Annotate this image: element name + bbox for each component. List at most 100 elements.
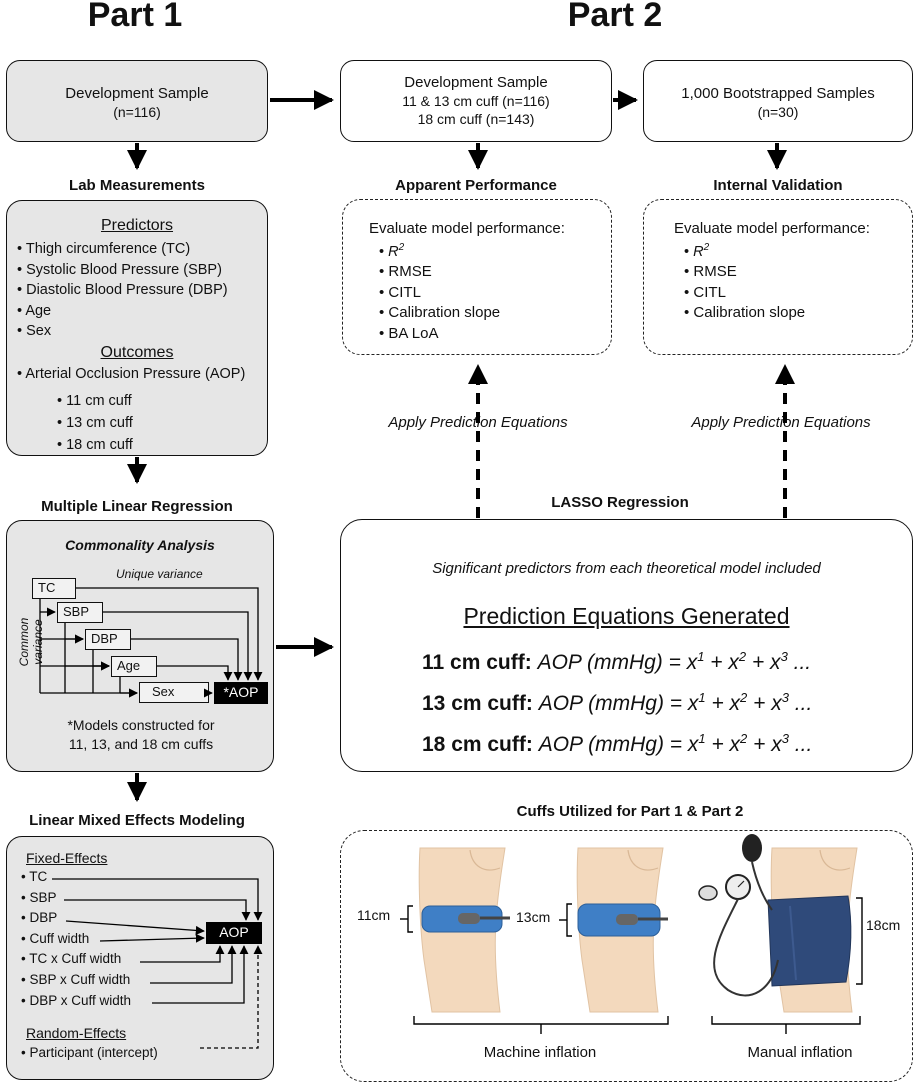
cuff-18cm-icon <box>767 895 852 987</box>
equation-18cm: 18 cm cuff: AOP (mmHg) = x1 + x2 + x3 ..… <box>422 731 812 757</box>
eq-c: + x <box>747 692 782 715</box>
eq-sup: 3 <box>780 649 788 664</box>
outcomes-list: Arterial Occlusion Pressure (AOP) <box>17 364 267 385</box>
fixed-effects-title: Fixed-Effects <box>26 850 108 866</box>
aop-outcome-box: *AOP <box>214 682 268 704</box>
eq-c: + x <box>747 733 782 756</box>
bootstrap-title: 1,000 Bootstrapped Samples <box>681 85 875 102</box>
lasso-header: LASSO Regression <box>551 494 689 511</box>
dev-sample-n: (n=116) <box>113 104 161 120</box>
internal-validation-box: Evaluate model performance: R2 RMSE CITL… <box>643 199 913 355</box>
list-item: TC <box>21 867 273 888</box>
list-item: Arterial Occlusion Pressure (AOP) <box>17 364 267 385</box>
lmm-connectors <box>52 878 263 1049</box>
equation-label: 18 cm cuff: <box>422 733 533 756</box>
list-item: 13 cm cuff <box>57 412 267 434</box>
part-1-title: Part 1 <box>87 0 183 34</box>
lasso-box: Significant predictors from each theoret… <box>340 519 913 772</box>
eq-lhs: AOP (mmHg) = x <box>538 692 699 715</box>
list-item: Systolic Blood Pressure (SBP) <box>17 260 267 281</box>
list-item: RMSE <box>379 262 611 283</box>
list-item: DBP x Cuff width <box>21 991 273 1012</box>
random-effects-title: Random-Effects <box>26 1025 127 1042</box>
internal-validation-header: Internal Validation <box>713 177 843 194</box>
development-sample-box-part2: Development Sample 11 & 13 cm cuff (n=11… <box>340 60 612 142</box>
cuff-illustrations <box>400 834 863 1034</box>
r2-label: R <box>388 243 399 260</box>
part-2-title: Part 2 <box>567 0 663 34</box>
eq-sup: 1 <box>698 731 706 746</box>
eq-sup: 1 <box>698 690 706 705</box>
predictors-title: Predictors <box>100 217 174 234</box>
development-sample-box-part1: Development Sample (n=116) <box>6 60 268 142</box>
eq-sup: 1 <box>697 649 705 664</box>
list-item: CITL <box>684 283 912 304</box>
eq-c: + x <box>746 651 781 674</box>
apparent-performance-box: Evaluate model performance: R2 RMSE CITL… <box>342 199 612 355</box>
cuff-label-11cm: 11cm <box>357 907 391 923</box>
list-item: TC x Cuff width <box>21 949 273 970</box>
list-item: Sex <box>17 321 267 342</box>
internal-metrics-list: R2 RMSE CITL Calibration slope <box>684 238 912 324</box>
list-item: SBP <box>21 888 273 909</box>
commonality-connectors <box>39 587 263 698</box>
eq-b: + x <box>705 692 741 715</box>
eq-lhs: AOP (mmHg) = x <box>538 733 699 756</box>
list-item: Age <box>17 301 267 322</box>
list-item: R2 <box>379 238 611 262</box>
bootstrap-n: (n=30) <box>757 104 799 120</box>
apply-equations-label-2: Apply Prediction Equations <box>643 414 919 431</box>
apparent-metrics-list: R2 RMSE CITL Calibration slope BA LoA <box>379 238 611 344</box>
mlr-header: Multiple Linear Regression <box>41 498 233 515</box>
apparent-intro: Evaluate model performance: <box>369 220 565 237</box>
var-box-tc: TC <box>32 578 76 599</box>
unique-variance-label: Unique variance <box>116 567 203 581</box>
dev-sample-p2-line2: 18 cm cuff (n=143) <box>417 111 535 127</box>
cuff-label-13cm: 13cm <box>516 909 551 925</box>
list-item: Calibration slope <box>379 303 611 324</box>
eq-b: + x <box>704 651 739 674</box>
list-item: Participant (intercept) <box>21 1043 273 1064</box>
var-box-sbp: SBP <box>57 602 103 623</box>
manual-inflation-label: Manual inflation <box>747 1044 853 1061</box>
lab-measurements-header: Lab Measurements <box>69 177 205 194</box>
list-item: Thigh circumference (TC) <box>17 239 267 260</box>
equation-label: 13 cm cuff: <box>422 692 533 715</box>
eq-sup: 3 <box>781 690 789 705</box>
equations-title: Prediction Equations Generated <box>463 603 790 629</box>
r2-sup: 2 <box>398 242 405 253</box>
lasso-subtitle: Significant predictors from each theoret… <box>432 560 821 577</box>
manual-bracket <box>711 1016 861 1025</box>
dev-sample-p2-title: Development Sample <box>404 74 548 91</box>
list-item: 11 cm cuff <box>57 390 267 412</box>
list-item: SBP x Cuff width <box>21 970 273 991</box>
fixed-effects-list: TC SBP DBP Cuff width TC x Cuff width SB… <box>21 867 273 1011</box>
list-item: DBP <box>21 908 273 929</box>
bootstrap-box: 1,000 Bootstrapped Samples (n=30) <box>643 60 913 142</box>
eq-b: + x <box>705 733 741 756</box>
eq-sup: 2 <box>740 690 748 705</box>
r2-sup: 2 <box>703 242 710 253</box>
eq-tail: ... <box>787 651 812 674</box>
eq-sup: 2 <box>740 731 748 746</box>
random-effects-list: Participant (intercept) <box>21 1043 273 1064</box>
outcomes-title: Outcomes <box>100 343 174 361</box>
mlr-note-1: *Models constructed for <box>67 717 215 733</box>
list-item: R2 <box>684 238 912 262</box>
eq-tail: ... <box>788 733 813 756</box>
cuffs-header: Cuffs Utilized for Part 1 & Part 2 <box>516 803 744 820</box>
bulb-icon <box>742 834 762 862</box>
list-item: Cuff width <box>21 929 273 950</box>
lmm-aop-box: AOP <box>206 922 262 944</box>
equation-label: 11 cm cuff: <box>422 651 532 674</box>
internal-intro: Evaluate model performance: <box>674 220 870 237</box>
lab-measurements-box: Predictors Thigh circumference (TC) Syst… <box>6 200 268 456</box>
dev-sample-title: Development Sample <box>65 85 209 102</box>
apparent-performance-header: Apparent Performance <box>395 177 557 194</box>
cuff-list: 11 cm cuff 13 cm cuff 18 cm cuff <box>57 390 267 456</box>
equation-11cm: 11 cm cuff: AOP (mmHg) = x1 + x2 + x3 ..… <box>422 649 811 675</box>
lmm-box: Fixed-Effects TC SBP DBP Cuff width TC x… <box>6 836 274 1080</box>
equation-13cm: 13 cm cuff: AOP (mmHg) = x1 + x2 + x3 ..… <box>422 690 812 716</box>
eq-sup: 2 <box>738 649 747 664</box>
